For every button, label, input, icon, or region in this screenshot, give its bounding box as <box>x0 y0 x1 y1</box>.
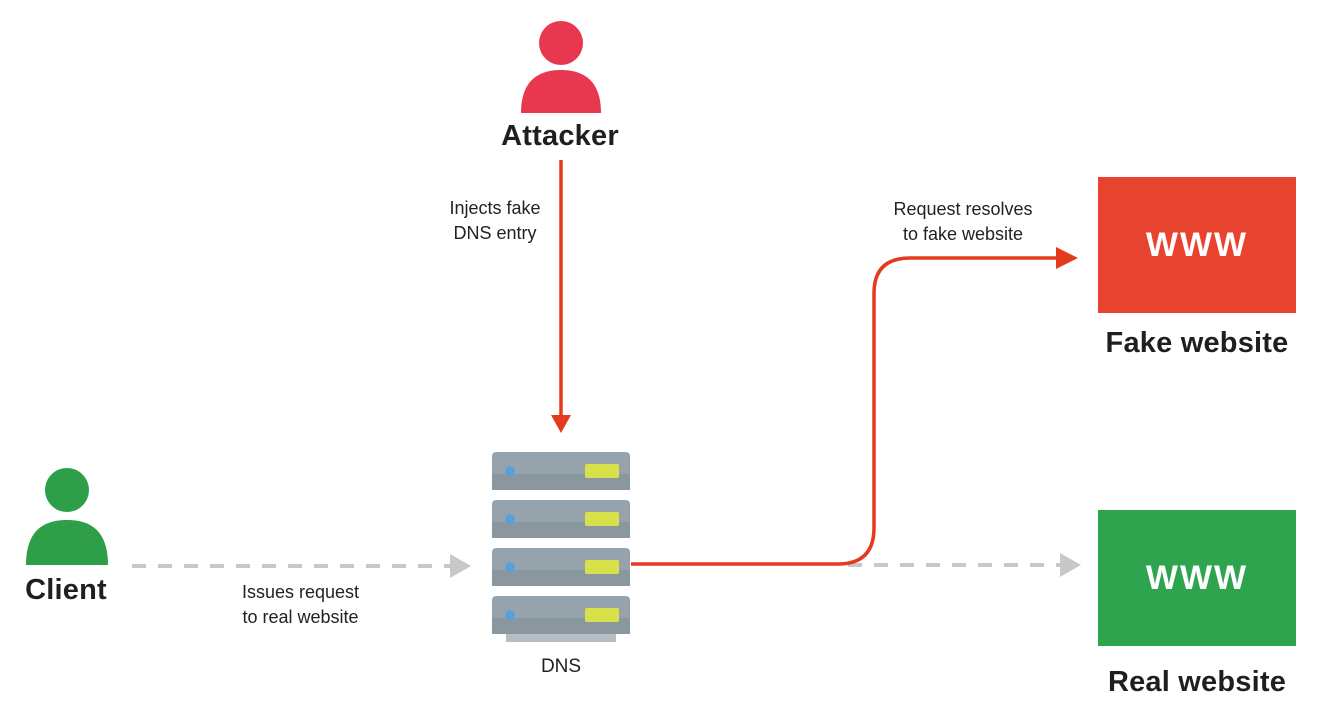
request-arrowhead <box>450 554 471 578</box>
fake-website-label: Fake website <box>1105 327 1289 359</box>
inject-label-line2: DNS entry <box>453 223 537 243</box>
dns-server-stack-icon <box>490 450 632 651</box>
resolve-arrow <box>631 256 1058 566</box>
client-label: Client <box>25 574 107 606</box>
real-website-box: WWW <box>1098 510 1296 646</box>
attacker-label: Attacker <box>501 120 619 152</box>
inject-label: Injects fake DNS entry <box>425 196 565 246</box>
inject-label-line1: Injects fake <box>449 198 541 218</box>
request-label-line2: to real website <box>242 607 359 627</box>
resolve-label: Request resolves to fake website <box>868 197 1058 247</box>
server-unit-4 <box>492 596 630 634</box>
resolve-arrowhead <box>1056 247 1078 269</box>
request-label: Issues request to real website <box>218 580 383 630</box>
inject-arrowhead <box>551 415 571 433</box>
attacker-person-icon <box>517 18 605 119</box>
client-person-icon <box>24 466 110 571</box>
fake-website-box: WWW <box>1098 177 1296 313</box>
dns-label: DNS <box>540 656 582 677</box>
fake-website-www-text: WWW <box>1145 225 1249 264</box>
real-website-www-text: WWW <box>1145 558 1249 597</box>
real-route-arrowhead <box>1060 553 1081 577</box>
server-unit-3 <box>492 548 630 586</box>
real-website-label: Real website <box>1107 666 1287 698</box>
resolve-label-line1: Request resolves <box>893 199 1033 219</box>
request-label-line1: Issues request <box>241 582 360 602</box>
server-unit-2 <box>492 500 630 538</box>
resolve-label-line2: to fake website <box>902 224 1024 244</box>
server-unit-1 <box>492 452 630 490</box>
